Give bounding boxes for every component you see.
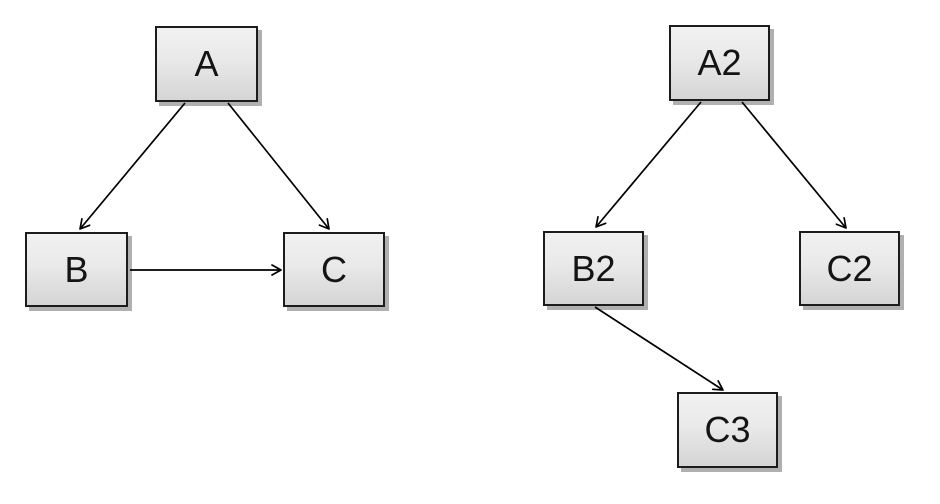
edge-A2-to-C2 [741,101,847,229]
node-label: A [194,43,219,84]
edges-group [79,101,847,391]
node-B: B [25,232,128,307]
node-A: A [155,26,258,102]
node-B2: B2 [543,231,644,306]
node-C: C [283,232,385,307]
node-A2: A2 [669,25,770,101]
node-C3: C3 [677,392,778,468]
edge-A-to-B [79,102,186,230]
edge-A-to-C [227,102,330,230]
edge-B2-to-C3 [594,306,724,391]
node-C2: C2 [799,231,900,306]
edge-A2-to-B2 [595,101,702,228]
node-label: A2 [697,42,742,83]
node-label: B2 [571,247,616,289]
node-label: C [321,248,347,290]
node-label: C2 [826,247,873,289]
node-label: B [64,248,89,290]
node-label: C3 [704,409,751,450]
